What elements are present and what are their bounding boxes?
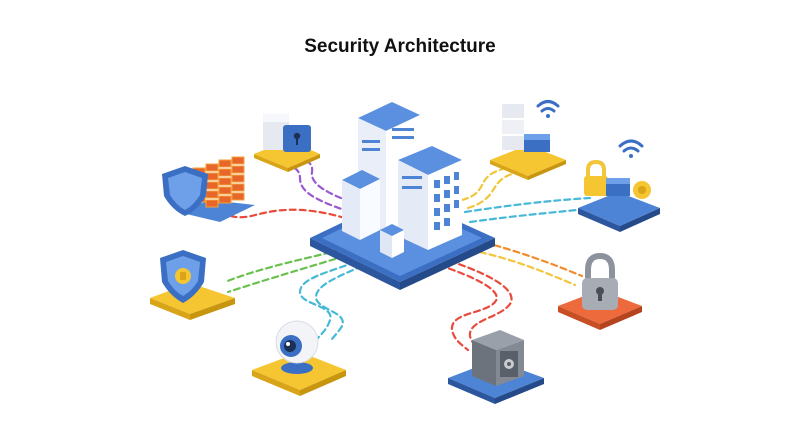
safe-icon (472, 330, 524, 386)
shield-icon (160, 250, 206, 303)
webcam-icon (275, 320, 319, 374)
server-wifi-icon (502, 104, 550, 152)
wireless-lock-node (578, 139, 660, 232)
link-shield (223, 248, 342, 284)
camera-node (252, 320, 346, 396)
padlock-node (558, 252, 642, 330)
link-padlock (468, 248, 577, 287)
link-secure-server-2 (283, 163, 352, 214)
wifi-icon (536, 100, 560, 118)
shield-tile-node (150, 250, 235, 320)
wifi-icon (618, 139, 644, 158)
lock-wifi-icon (584, 159, 651, 199)
firewall-node (162, 156, 255, 222)
diagram-title: Security Architecture (304, 36, 496, 57)
office-building-icon (342, 102, 462, 258)
shield-firewall-icon (162, 156, 245, 216)
secure-server-node (254, 114, 320, 172)
link-safe (428, 260, 498, 352)
link-shield-2 (226, 254, 347, 294)
link-wireless-lock (468, 206, 597, 224)
link-wireless-server (460, 156, 520, 202)
link-camera-2 (314, 264, 364, 344)
safe-node (448, 330, 544, 404)
wireless-server-node (490, 100, 566, 180)
link-camera (298, 260, 357, 340)
padlock-icon (582, 252, 618, 310)
link-wireless-lock-2 (463, 196, 592, 214)
link-firewall (226, 208, 347, 220)
central-building-node (310, 102, 495, 290)
server-lock-icon (263, 114, 311, 152)
